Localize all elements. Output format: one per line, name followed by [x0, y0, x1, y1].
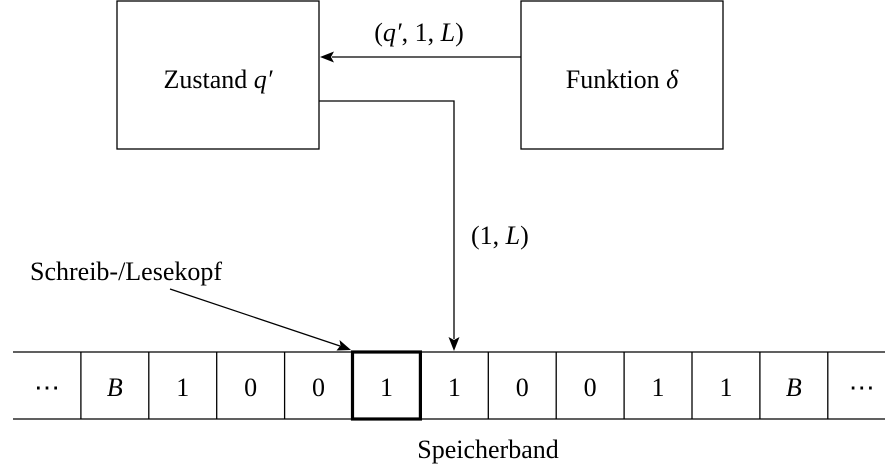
head-pointer-line — [169, 288, 341, 347]
tape-head-cell: 1 — [380, 373, 393, 402]
tape-cell: 0 — [312, 373, 325, 402]
write-arrow-line — [319, 100, 455, 339]
function-box-text: Funktion δ — [566, 65, 679, 94]
write-label-open: (1, — [471, 221, 506, 250]
transition-label-dir: L — [440, 18, 455, 47]
tape: ⋯ B 1 0 0 1 1 0 0 1 1 B ⋯ — [13, 350, 885, 421]
transition-label-close: ) — [455, 18, 464, 47]
transition-arrow — [320, 51, 521, 63]
tape-label: Speicherband — [417, 435, 559, 464]
function-box-frame — [520, 0, 724, 150]
state-box-text: Zustand q′ — [164, 65, 273, 94]
tape-cell: ⋯ — [34, 373, 60, 402]
function-box-symbol: δ — [666, 65, 679, 94]
state-box-frame — [116, 0, 320, 150]
tape-cell: 1 — [719, 373, 732, 402]
write-arrow — [319, 100, 460, 351]
function-box: Funktion δ — [520, 0, 724, 150]
state-box: Zustand q′ — [116, 0, 320, 150]
function-box-label: Funktion — [566, 65, 666, 94]
transition-label-open: ( — [374, 18, 383, 47]
tape-cell: ⋯ — [849, 373, 875, 402]
state-box-symbol: q′ — [254, 65, 273, 94]
head-pointer — [169, 288, 351, 351]
transition-label-state: q′ — [383, 18, 402, 47]
transition-arrowhead — [320, 51, 334, 63]
tape-cell: B — [107, 373, 123, 402]
tape-cell: 1 — [448, 373, 461, 402]
tape-cell: 0 — [516, 373, 529, 402]
tape-head-cell-frame — [350, 350, 423, 421]
tape-cell: 1 — [176, 373, 189, 402]
tape-cell: B — [786, 373, 802, 402]
head-pointer-arrowhead — [336, 340, 351, 351]
transition-label: (q′, 1, L) — [374, 18, 464, 47]
write-arrowhead — [448, 337, 460, 351]
transition-label-sep: , 1, — [402, 18, 441, 47]
state-box-label: Zustand — [164, 65, 254, 94]
head-label: Schreib-/Lesekopf — [30, 257, 222, 286]
tape-cell: 0 — [244, 373, 257, 402]
tape-cell: 1 — [652, 373, 665, 402]
write-label-dir: L — [505, 221, 520, 250]
tape-cell: 0 — [584, 373, 597, 402]
write-label-close: ) — [520, 221, 529, 250]
write-label: (1, L) — [471, 221, 529, 250]
